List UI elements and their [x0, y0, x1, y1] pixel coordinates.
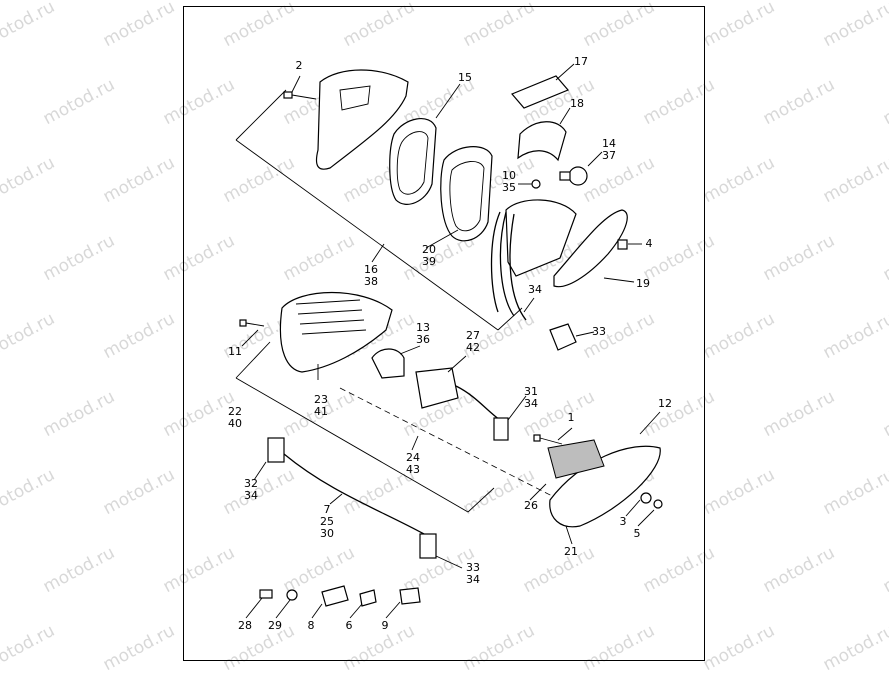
leader-lines — [241, 63, 661, 619]
callout-34: 34 — [528, 283, 542, 296]
callout-18: 18 — [570, 97, 584, 110]
callout-9: 9 — [381, 619, 389, 632]
part-3-washer — [640, 492, 652, 504]
part-14-bulb — [559, 166, 588, 186]
callout-21: 21 — [564, 545, 578, 558]
callout-1: 1 — [567, 411, 575, 424]
part-1-screw — [533, 434, 563, 445]
wire-harness — [490, 211, 527, 321]
callout-29: 29 — [268, 619, 282, 632]
callout-2: 2 — [295, 59, 303, 72]
diagram-frame — [183, 6, 705, 661]
part-5-nut — [653, 499, 663, 509]
part-4-nut — [617, 239, 628, 250]
callout-4: 4 — [645, 237, 653, 250]
part-10-bulb — [531, 179, 541, 189]
callout-28: 28 — [238, 619, 252, 632]
bracket-line — [235, 341, 495, 513]
callout-3: 3 — [619, 515, 627, 528]
part-26-bracket — [547, 439, 605, 479]
dashed-guide — [339, 387, 561, 501]
part-9-connector — [399, 587, 421, 605]
callout-15: 15 — [458, 71, 472, 84]
callout-19: 19 — [636, 277, 650, 290]
part-8-connector — [321, 585, 349, 607]
part-18-cover — [517, 121, 567, 162]
part-2-bolt — [283, 91, 317, 100]
part-33-connector — [549, 323, 577, 351]
part-16-housing — [315, 69, 409, 170]
callout-5: 5 — [633, 527, 641, 540]
callout-11: 11 — [228, 345, 242, 358]
callout-26: 26 — [524, 499, 538, 512]
part-19-gasket — [553, 209, 628, 288]
callout-12: 12 — [658, 397, 672, 410]
part-29-ring — [286, 589, 298, 601]
bracket-line — [235, 89, 523, 331]
part-15-gasket — [389, 118, 437, 205]
callout-33: 33 — [592, 325, 606, 338]
socket-assembly — [505, 199, 577, 277]
part-27-socket — [415, 367, 459, 409]
part-31-connector — [493, 417, 509, 441]
part-13-bulb — [371, 348, 405, 379]
part-28-clip — [259, 589, 273, 599]
callout-8: 8 — [307, 619, 315, 632]
part-11-screw — [239, 319, 265, 327]
part-6-terminal — [359, 589, 377, 607]
part-20-lens — [440, 146, 493, 242]
callout-6: 6 — [345, 619, 353, 632]
socket-wires — [455, 385, 501, 421]
callout-17: 17 — [574, 55, 588, 68]
part-32-connector — [267, 437, 285, 463]
part-7-harness — [283, 453, 425, 535]
part-17-gasket — [511, 75, 569, 109]
part-33-harness-connector — [419, 533, 437, 559]
